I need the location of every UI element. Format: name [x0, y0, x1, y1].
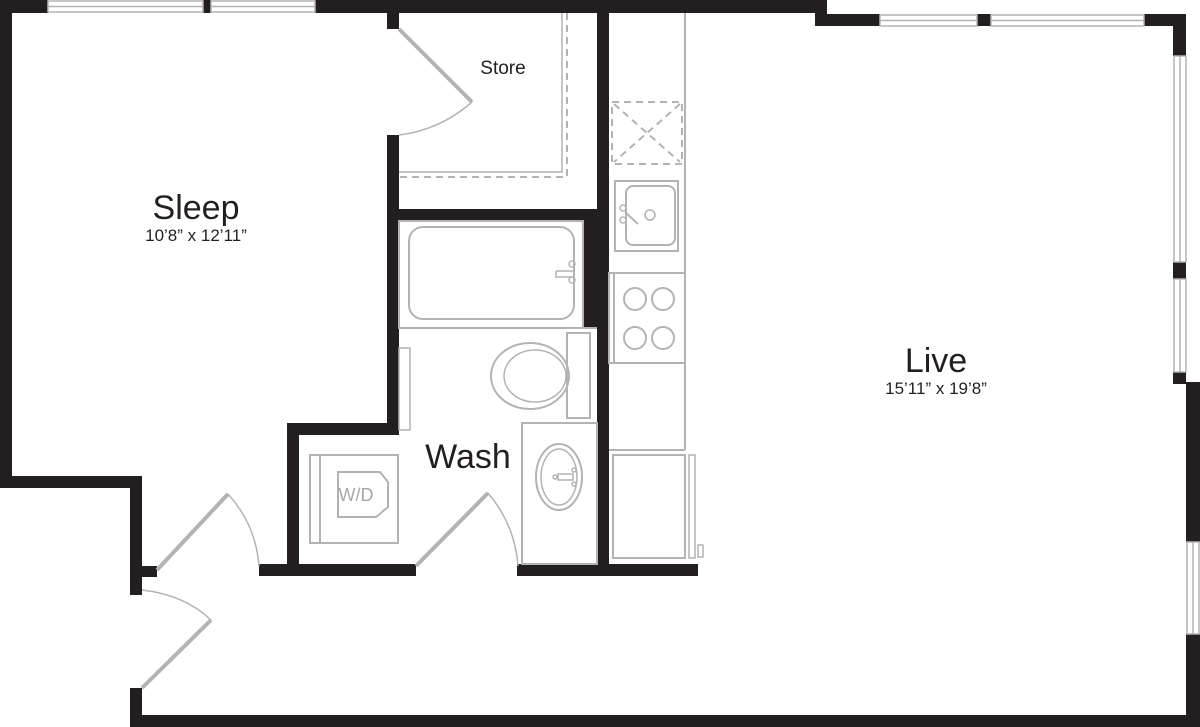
room-label-store: Store — [480, 58, 526, 79]
room-dimensions: 10’8” x 12’11” — [145, 226, 247, 245]
room-label-live: Live 15’11” x 19’8” — [836, 343, 1036, 399]
room-dimensions: 15’11” x 19’8” — [885, 379, 987, 398]
kitchen-counter — [609, 13, 686, 451]
store-shelving — [399, 13, 568, 178]
toilet — [399, 327, 597, 419]
sleep-door[interactable] — [155, 492, 230, 572]
vanity-sink — [521, 422, 598, 565]
washer-dryer-label: W/D — [338, 485, 374, 505]
towel-bar — [398, 347, 411, 431]
washer-dryer — [309, 454, 399, 544]
bathtub — [398, 220, 584, 329]
interior-walls — [259, 0, 698, 576]
wash-door[interactable] — [414, 491, 490, 568]
doors — [140, 27, 519, 690]
kitchen-sink — [614, 180, 679, 252]
store-door[interactable] — [397, 27, 474, 104]
room-label-wash: Wash — [425, 438, 511, 476]
room-label-sleep: Sleep 10’8” x 12’11” — [96, 190, 296, 246]
room-name: Live — [904, 342, 968, 380]
room-name: Sleep — [152, 189, 240, 227]
range-stove — [608, 272, 686, 364]
entry-door[interactable] — [140, 618, 213, 690]
refrigerator — [612, 454, 704, 559]
windows — [47, 0, 1200, 635]
